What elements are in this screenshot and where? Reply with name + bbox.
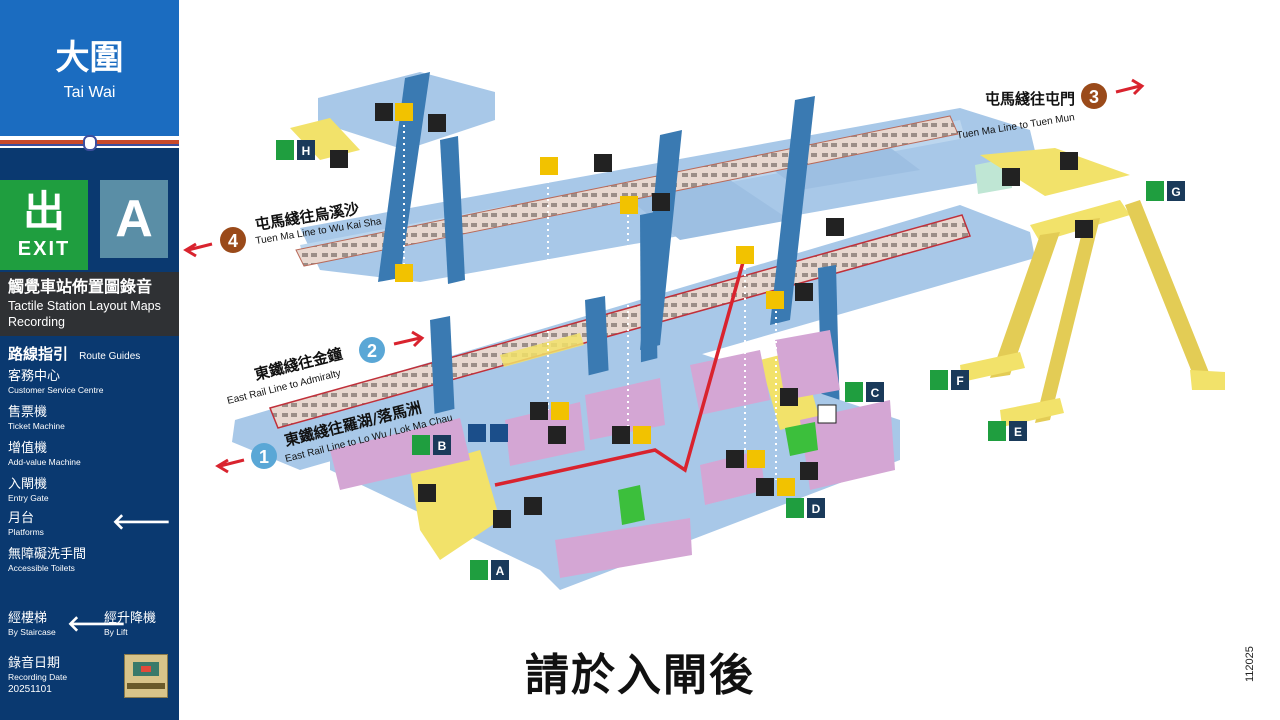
lift-icon — [736, 246, 754, 264]
exit-glyph: 出 — [22, 187, 65, 236]
station-name-panel: 大圍 Tai Wai — [0, 0, 179, 142]
fire-icon — [800, 462, 818, 480]
sidebar: 大圍 Tai Wai 出 EXIT A 觸覺車站佈置圖錄音 Tactile St… — [0, 0, 179, 720]
lower-concourse — [330, 158, 1012, 590]
exit-b: B — [412, 435, 451, 455]
exit-c: C — [845, 382, 884, 402]
tactile-title-panel: 觸覺車站佈置圖錄音 Tactile Station Layout Maps Re… — [0, 272, 179, 336]
guide-item-customer-service[interactable]: 客務中心 Customer Service Centre — [8, 369, 104, 395]
svg-text:4: 4 — [228, 231, 238, 251]
recording-machine-icon — [124, 654, 168, 698]
station-dot-icon — [83, 135, 97, 151]
exit-a: A — [470, 560, 509, 580]
map-code: 112025 — [1244, 646, 1256, 682]
line-label-3: 3 屯馬綫往屯門 Tuen Ma Line to Tuen Mun — [956, 78, 1145, 142]
guide-by-lift[interactable]: 經升降機 By Lift — [104, 611, 157, 637]
lift-icon — [530, 402, 548, 420]
aed-icon — [652, 193, 670, 211]
lift-icon — [375, 103, 393, 121]
aed-icon — [524, 497, 542, 515]
guide-by-staircase[interactable]: 經樓梯 By Staircase — [8, 611, 56, 637]
exit-d: D — [786, 498, 825, 518]
route-guides-heading: 路線指引 Route Guides — [8, 345, 141, 363]
exit-sign: 出 EXIT — [0, 180, 88, 270]
guide-item-accessible-toilets[interactable]: 無障礙洗手間 Accessible Toilets — [8, 547, 87, 573]
line-color-band — [0, 135, 179, 151]
svg-text:F: F — [956, 374, 963, 388]
svg-text:屯馬綫往屯門: 屯馬綫往屯門 — [985, 90, 1075, 108]
fire-icon — [330, 150, 348, 168]
svg-text:A: A — [496, 564, 505, 578]
exit-g: G — [1146, 181, 1185, 201]
tactile-title-zh: 觸覺車站佈置圖錄音 — [8, 277, 153, 296]
fire-icon — [1075, 220, 1093, 238]
svg-text:E: E — [1014, 425, 1022, 439]
svg-text:1: 1 — [259, 447, 269, 467]
exit-labels: H B A C D E F G — [276, 140, 1185, 580]
aed-icon — [428, 114, 446, 132]
exit-letter: A — [100, 180, 168, 258]
exit-f: F — [930, 370, 969, 390]
aed-icon — [795, 283, 813, 301]
svg-text:2: 2 — [367, 341, 377, 361]
entrance-icon — [418, 484, 436, 502]
station-layout-diagram: H B A C D E F G 3 屯馬綫往屯門 Tuen Ma Line to… — [183, 72, 1225, 590]
aed-icon — [826, 218, 844, 236]
lift-icon — [395, 264, 413, 282]
station-name-en: Tai Wai — [63, 84, 116, 101]
exit-bridges — [960, 148, 1225, 427]
svg-text:D: D — [812, 502, 821, 516]
aed-icon — [594, 154, 612, 172]
staircase-arrow-icon: 🡐 — [67, 612, 126, 637]
guide-item-ticket-machine[interactable]: 售票機 Ticket Machine — [8, 405, 65, 431]
svg-text:H: H — [302, 144, 311, 158]
svg-text:C: C — [871, 386, 880, 400]
station-name-zh: 大圍 — [55, 38, 124, 78]
guide-item-platforms[interactable]: 月台 Platforms — [8, 511, 44, 537]
svg-text:G: G — [1171, 185, 1180, 199]
add-value-icon — [548, 426, 566, 444]
lift-icon — [612, 426, 630, 444]
route-path — [494, 254, 747, 487]
exit-e: E — [988, 421, 1027, 441]
recording-date: 錄音日期 Recording Date 20251101 — [8, 656, 68, 695]
fire-icon — [780, 388, 798, 406]
exit-label: EXIT — [17, 238, 71, 260]
lock-icon — [817, 404, 837, 424]
svg-text:B: B — [438, 439, 447, 453]
lift-icon — [726, 450, 744, 468]
svg-text:3: 3 — [1089, 87, 1099, 107]
lift-icon — [766, 291, 784, 309]
lift-icon — [620, 196, 638, 214]
exit-h: H — [276, 140, 315, 160]
guide-item-add-value[interactable]: 增值機 Add-value Machine — [8, 441, 81, 467]
toilet-icon — [468, 424, 486, 442]
fire-icon — [1060, 152, 1078, 170]
lift-icon — [756, 478, 774, 496]
lift-icon — [540, 157, 558, 175]
lift-dotted-lines — [403, 125, 777, 480]
guide-item-entry-gate[interactable]: 入閘機 Entry Gate — [8, 477, 49, 503]
fire-icon — [1002, 168, 1020, 186]
tactile-title-en: Tactile Station Layout Maps Recording — [8, 299, 161, 329]
facility-icons — [330, 103, 1093, 528]
platforms-arrow-icon: 🡐 — [112, 510, 171, 535]
fire-icon — [493, 510, 511, 528]
subtitle-caption: 請於入閘後 — [525, 650, 755, 701]
